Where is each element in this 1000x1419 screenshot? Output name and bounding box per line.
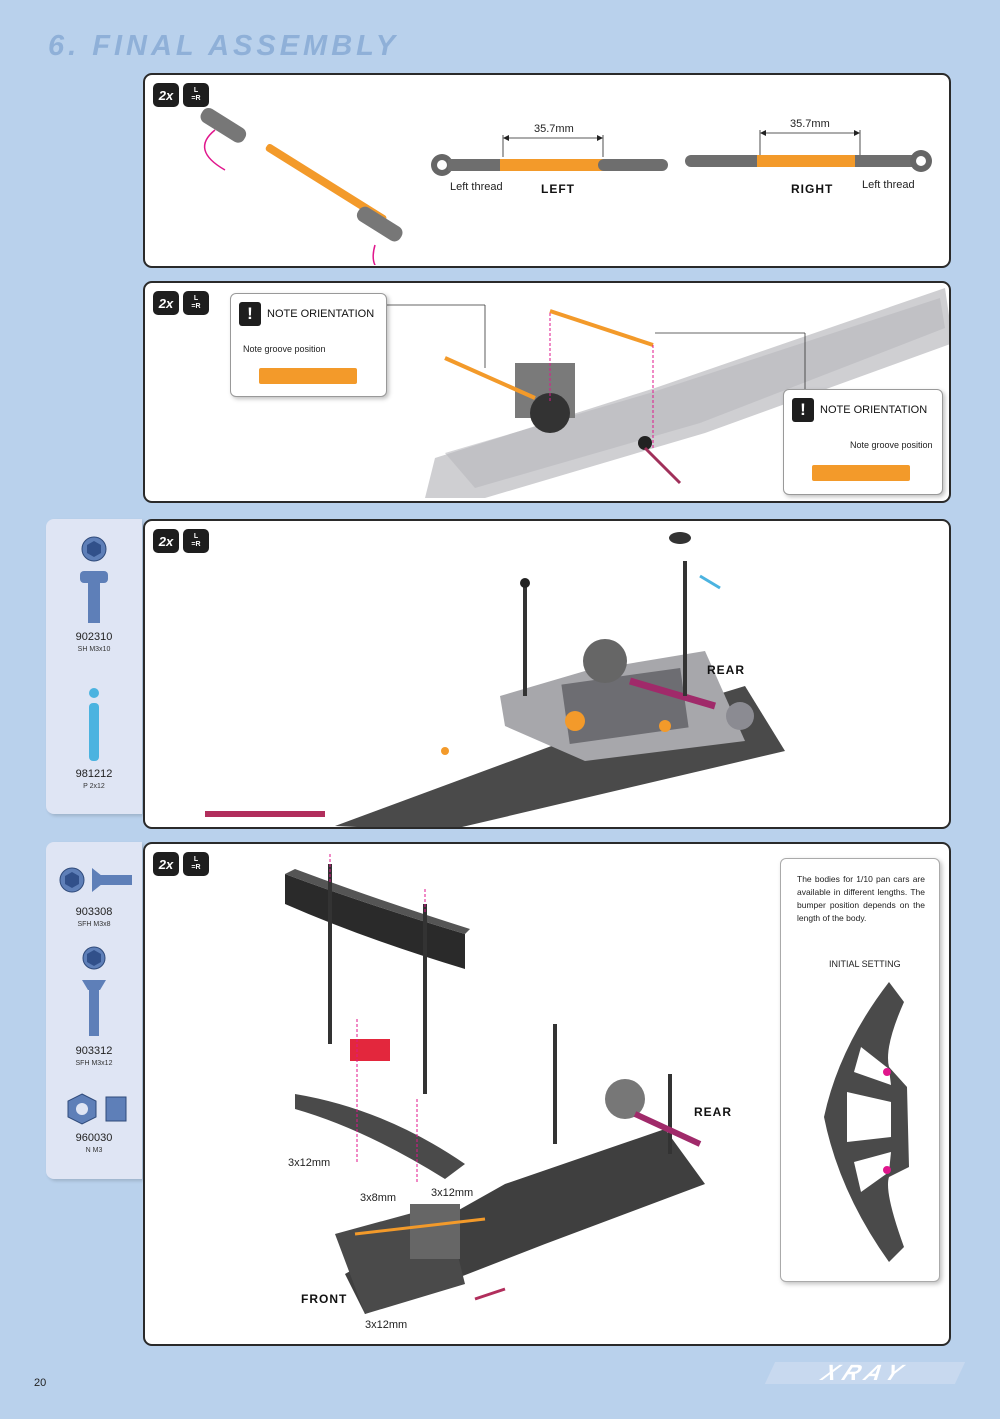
warning-icon: ! <box>239 302 261 326</box>
left-turnbuckle-illustration <box>431 135 668 176</box>
step-3-panel: 2x L=R REAR <box>143 519 951 829</box>
front-bumper-assembly-illustration <box>285 854 705 1314</box>
part-code: 903308 <box>75 906 113 918</box>
quantity-badge: 2x <box>153 291 179 315</box>
note-caption: Note groove position <box>243 344 326 354</box>
right-side-label: RIGHT <box>791 182 834 196</box>
turnbuckle-exploded-illustration <box>200 107 403 265</box>
rear-label: REAR <box>707 663 746 677</box>
note-title: NOTE ORIENTATION <box>820 404 928 416</box>
screw-length-label: 3x8mm <box>360 1192 397 1204</box>
socket-head-screw-icon <box>80 536 108 623</box>
left-equals-right-icon: L=R <box>183 291 209 315</box>
groove-part-icon <box>812 465 910 481</box>
bumper-info-text: The bodies for 1/10 pan cars are availab… <box>797 874 925 923</box>
part-desc: SFH M3x8 <box>77 921 111 928</box>
initial-setting-label: INITIAL SETTING <box>829 959 901 969</box>
step-1-panel: 2x L=R 35.7mm Left thread LEFT <box>143 73 951 268</box>
left-equals-right-icon: L=R <box>183 83 209 107</box>
brand-logo: XRAY <box>764 1360 966 1385</box>
step-badges: 2x L=R <box>153 291 209 315</box>
part-code: 981212 <box>75 768 113 780</box>
left-side-label: LEFT <box>541 182 575 196</box>
page-title: 6. FINAL ASSEMBLY <box>48 30 400 62</box>
screw-length-label: 3x12mm <box>365 1319 408 1331</box>
bumper-plate-illustration <box>824 982 909 1262</box>
flat-head-screw-short-icon <box>59 867 132 893</box>
note-caption: Note groove position <box>850 440 933 450</box>
warning-icon: ! <box>792 398 814 422</box>
note-title: NOTE ORIENTATION <box>267 308 375 320</box>
part-code: 902310 <box>75 631 113 643</box>
steering-linkage-illustration <box>385 288 949 498</box>
note-orientation-left: ! NOTE ORIENTATION Note groove position <box>230 293 387 397</box>
nut-icon <box>67 1093 127 1125</box>
dimension-label-right: 35.7mm <box>790 118 830 130</box>
screw-length-label: 3x12mm <box>431 1187 474 1199</box>
quantity-badge: 2x <box>153 83 179 107</box>
note-orientation-right: ! NOTE ORIENTATION Note groove position <box>783 389 943 495</box>
part-code: 960030 <box>75 1132 113 1144</box>
part-code: 903312 <box>75 1045 113 1057</box>
step-3-parts-list: 902310 SH M3x10 981212 P 2x12 <box>46 519 142 814</box>
flat-head-screw-long-icon <box>82 946 106 1036</box>
quantity-badge: 2x <box>153 852 179 876</box>
part-desc: SH M3x10 <box>77 646 111 653</box>
groove-part-icon <box>259 368 357 384</box>
bumper-info-box: The bodies for 1/10 pan cars are availab… <box>780 858 940 1282</box>
quantity-badge: 2x <box>153 529 179 553</box>
rear-body-posts-illustration <box>205 532 785 827</box>
step-badges: 2x L=R <box>153 529 209 553</box>
front-label: FRONT <box>301 1292 348 1306</box>
part-desc: SFH M3x12 <box>75 1060 113 1067</box>
screw-length-label: 3x12mm <box>288 1157 331 1169</box>
left-equals-right-icon: L=R <box>183 529 209 553</box>
left-equals-right-icon: L=R <box>183 852 209 876</box>
part-desc: P 2x12 <box>83 783 105 790</box>
step-badges: 2x L=R <box>153 852 209 876</box>
step-4-parts-list: 903308 SFH M3x8 903312 SFH M3x12 960030 … <box>46 842 142 1179</box>
right-turnbuckle-illustration <box>685 130 932 172</box>
page-number: 20 <box>34 1377 47 1389</box>
part-desc: N M3 <box>85 1147 103 1154</box>
rear-label: REAR <box>694 1105 733 1119</box>
dimension-label-left: 35.7mm <box>534 123 574 135</box>
step-2-panel: 2x L=R ! NOTE ORIENTATION Note groove pos… <box>143 281 951 503</box>
pin-icon <box>89 688 99 761</box>
left-thread-label-2: Left thread <box>862 179 915 191</box>
left-thread-label-1: Left thread <box>450 181 503 193</box>
step-badges: 2x L=R <box>153 83 209 107</box>
